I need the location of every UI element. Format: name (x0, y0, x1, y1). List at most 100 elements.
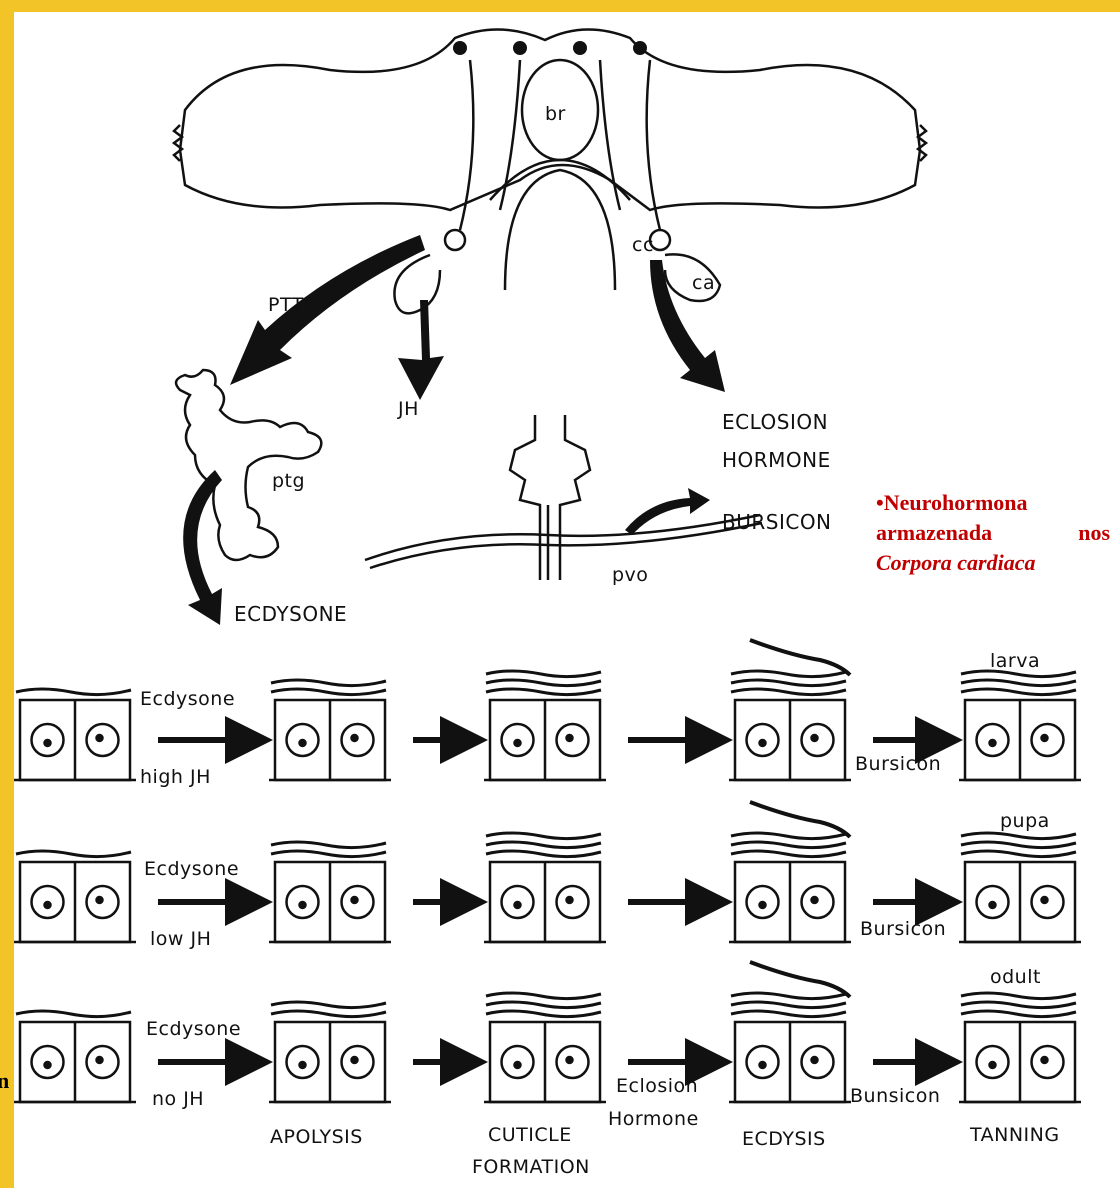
row1-final-hormone: Bursicon (855, 753, 941, 775)
stage-cuticle-1: CUTICLE (488, 1124, 572, 1146)
nucleolus (990, 740, 996, 746)
nucleolus (760, 1062, 766, 1068)
cuticle-layer (271, 851, 386, 857)
label-ptg: ptg (272, 470, 305, 492)
label-cc: cc (632, 234, 654, 256)
cuticle-layer (486, 671, 601, 677)
cuticle-layer (486, 1011, 601, 1017)
nucleolus (567, 735, 573, 741)
nucleolus (812, 897, 818, 903)
nucleolus (515, 902, 521, 908)
row2-stage: pupa (1000, 810, 1050, 832)
note-line-3: Corpora cardiaca (876, 548, 1120, 578)
row3-eclosion-1: Eclosion (616, 1075, 698, 1097)
nucleolus (300, 740, 306, 746)
nucleolus (45, 902, 51, 908)
brain-neuron-dots (453, 41, 647, 55)
cuticle-layer (16, 851, 131, 857)
cuticle-layer (486, 851, 601, 857)
stage-cuticle-2: FORMATION (472, 1156, 590, 1178)
cuticle-layer (961, 1011, 1076, 1017)
cuticle-layer (961, 993, 1076, 999)
cuticle-layer (16, 689, 131, 695)
insect-brain (174, 29, 926, 313)
cuticle-layer (271, 1002, 386, 1008)
note-line-1: Neurohormona (884, 490, 1028, 515)
row2-final-hormone: Bursicon (860, 918, 946, 940)
cuticle-layer (961, 1002, 1076, 1008)
nucleolus (45, 740, 51, 746)
cuticle-layer (961, 833, 1076, 839)
cuticle-layer (486, 833, 601, 839)
label-eclosion-hormone-2: HORMONE (722, 448, 831, 472)
cuticle-layer (961, 851, 1076, 857)
nucleolus (97, 735, 103, 741)
nucleolus (515, 1062, 521, 1068)
nucleolus (97, 897, 103, 903)
cuticle-layer (731, 689, 846, 695)
row2-hormone: Ecdysone (144, 858, 239, 880)
cuticle-layer (731, 851, 846, 857)
nucleolus (760, 740, 766, 746)
row3-eclosion-2: Hormone (608, 1108, 699, 1130)
nucleolus (352, 897, 358, 903)
label-ptth: PTTH (268, 294, 319, 316)
note-line-2a: armazenada (876, 518, 992, 548)
nucleolus (1042, 1057, 1048, 1063)
nucleolus (352, 1057, 358, 1063)
cuticle-layer (486, 689, 601, 695)
nucleolus (1042, 897, 1048, 903)
stage-ecdysis: ECDYSIS (742, 1128, 826, 1150)
cuticle-layer (271, 689, 386, 695)
label-jh: JH (398, 398, 419, 420)
label-ecdysone: ECDYSONE (234, 602, 347, 626)
row1-hormone: Ecdysone (140, 688, 235, 710)
cuticle-layer (731, 842, 846, 848)
cuticle-layer (731, 833, 846, 839)
cuticle-layer (271, 842, 386, 848)
cuticle-layer (961, 689, 1076, 695)
row1-jh: high JH (140, 766, 211, 788)
cuticle-layer (16, 1011, 131, 1017)
nucleolus (990, 902, 996, 908)
note-bullet: • (876, 490, 884, 515)
cuticle-layer (961, 842, 1076, 848)
neurohormone-note: •Neurohormona armazenada nos Corpora card… (876, 488, 1120, 578)
row1-stage: larva (990, 650, 1040, 672)
label-bursicon: BURSICON (722, 510, 832, 534)
cuticle-layer (486, 680, 601, 686)
nucleolus (515, 740, 521, 746)
nucleolus (567, 897, 573, 903)
nucleolus (45, 1062, 51, 1068)
cuticle-layer (961, 680, 1076, 686)
nucleolus (352, 735, 358, 741)
prothoracic-gland (176, 370, 321, 560)
row3-jh: no JH (152, 1088, 204, 1110)
nucleolus (760, 902, 766, 908)
nucleolus (812, 1057, 818, 1063)
cuticle-layer (731, 680, 846, 686)
row3-hormone: Ecdysone (146, 1018, 241, 1040)
nucleolus (567, 1057, 573, 1063)
cuticle-layer (486, 993, 601, 999)
label-pvo: pvo (612, 564, 648, 586)
row3-stage: odult (990, 966, 1041, 988)
stage-tanning: TANNING (970, 1124, 1060, 1146)
cuticle-layer (731, 1002, 846, 1008)
nucleolus (97, 1057, 103, 1063)
nucleolus (990, 1062, 996, 1068)
note-line-2b: nos (1078, 518, 1110, 548)
cuticle-layer (486, 1002, 601, 1008)
nucleolus (812, 735, 818, 741)
row3-final-hormone: Bunsicon (850, 1085, 940, 1107)
label-eclosion-hormone-1: ECLOSION (722, 410, 828, 434)
cuticle-layer (486, 842, 601, 848)
brain-label-br: br (545, 103, 566, 125)
cuticle-layer (271, 1011, 386, 1017)
nucleolus (300, 1062, 306, 1068)
stage-apolysis: APOLYSIS (270, 1126, 363, 1148)
row2-jh: low JH (150, 928, 211, 950)
cuticle-layer (731, 1011, 846, 1017)
cuticle-layer (731, 993, 846, 999)
